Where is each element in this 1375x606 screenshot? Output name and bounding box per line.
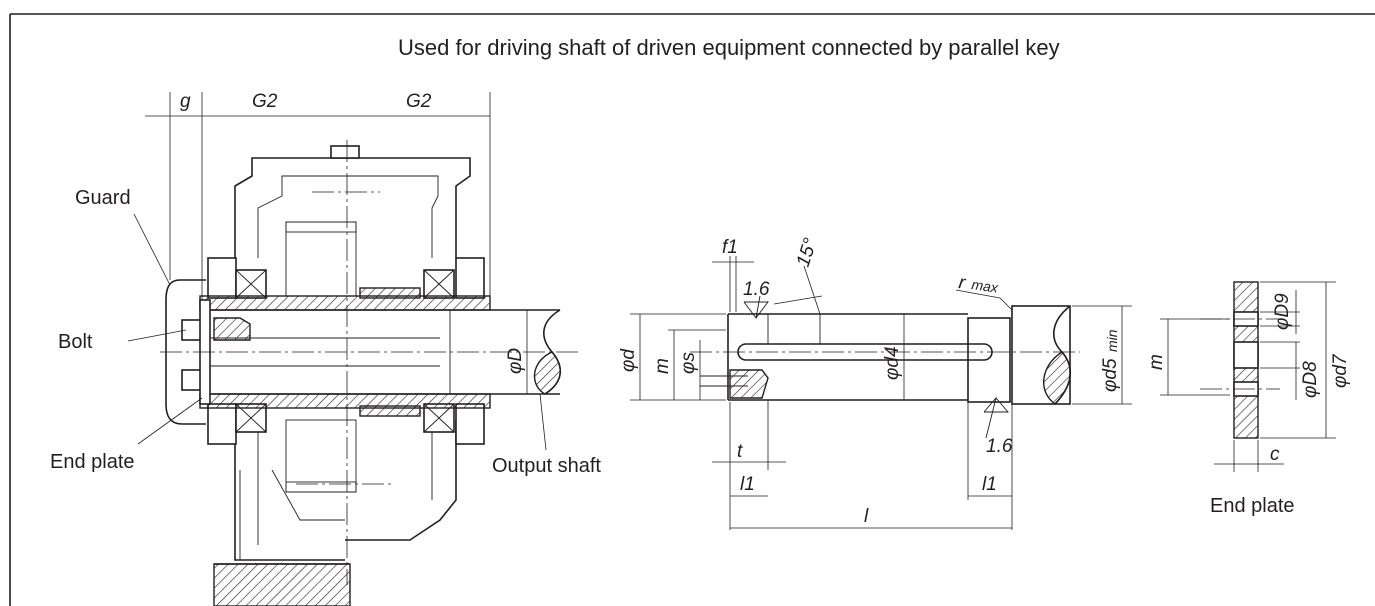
dim-m-shaft: m [652,358,673,374]
label-guard: Guard [75,187,131,209]
dim-f1: f1 [722,237,738,258]
driven-shaft-detail: f1 1.6 15° r max φd m φs φd4 φd5 min [618,235,1132,530]
dim-phi-d9: φD9 [1272,293,1293,330]
roughness-bottom: 1.6 [986,436,1013,457]
dim-l: l [864,506,869,527]
dim-t: t [737,441,743,462]
label-bolt: Bolt [58,331,93,353]
dim-g2-right: G2 [406,91,432,112]
page-frame [9,13,1375,606]
diagram-title: Used for driving shaft of driven equipme… [398,35,1060,60]
dim-phi-d4: φd4 [882,346,903,380]
dim-m-plate: m [1146,354,1167,370]
dim-l1-left: l1 [740,474,755,495]
dim-g2-left: G2 [252,91,278,112]
dim-c: c [1270,444,1280,465]
dim-phi-d8: φD8 [1300,361,1321,398]
dim-phi-s: φs [678,352,699,374]
dim-phi-d: φd [618,348,639,372]
label-end-plate-detail: End plate [1210,495,1295,517]
dim-r-sub: max [971,276,1000,296]
hollow-shaft-wall-bottom [199,393,491,409]
dim-phi-d-bore: φD [505,348,526,374]
dim-l1-right: l1 [982,474,997,495]
dim-phi-d5: φd5 [1100,358,1121,392]
vent-plug [330,145,360,159]
label-output-shaft: Output shaft [492,455,601,477]
bolt-section [213,317,251,341]
dim-phi-d5-sub: min [1104,329,1120,352]
dim-phi-d7: φd7 [1330,353,1351,388]
gear-reducer-assembly: g G2 G2 φD Guard Bolt End plate Output s… [50,91,601,606]
foundation [213,563,351,606]
tapped-hole-section [729,369,769,399]
hollow-shaft-wall-top [199,295,491,311]
dim-angle: 15° [793,235,822,269]
dim-g: g [180,91,191,112]
label-end-plate: End plate [50,451,135,473]
end-plate-detail: m φD9 φD8 φd7 c End plate [1146,281,1351,517]
dim-r: r [957,272,967,294]
roughness-top: 1.6 [743,279,770,300]
